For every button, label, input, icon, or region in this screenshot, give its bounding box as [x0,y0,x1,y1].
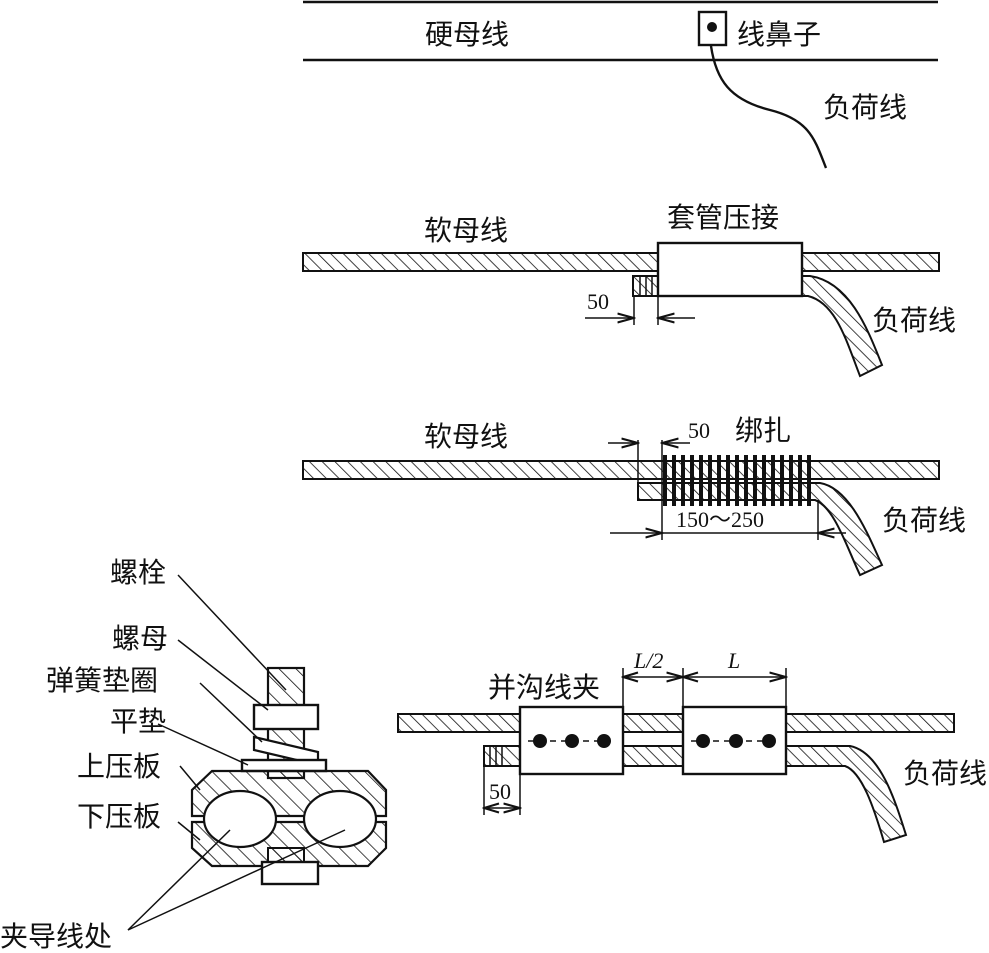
panel-binding: 软母线 50 绑扎 150～250 负荷线 [302,414,966,577]
conductor-hole-left [202,789,278,849]
lower-plate-label: 下压板 [77,800,161,833]
load-wire-2 [789,275,884,378]
l-label: L [727,648,740,673]
dim-label-5: 50 [489,779,511,804]
soft-bus-label-3: 软母线 [424,420,508,453]
clamp1-bolt-3 [597,734,611,748]
flat-washer [240,758,328,773]
panel-groove-clamps: 并沟线夹 L/2 L 50 负荷线 [397,648,987,844]
clamp2-bolt-1 [696,734,710,748]
soft-bus-3 [302,460,940,480]
clamp-point-label: 夹导线处 [0,920,112,953]
clamp1-bolt-2 [565,734,579,748]
crimp-sleeve [656,241,804,298]
load-label-1: 负荷线 [823,91,907,124]
hard-bus-label: 硬母线 [425,18,509,51]
soft-bus-label-2: 软母线 [424,214,508,247]
upper-plate-label: 上压板 [77,750,161,783]
nut-label: 螺母 [112,622,168,655]
binding-wraps [663,455,811,506]
conductor-hole-right [302,789,378,849]
lug-bolt-dot [707,22,717,32]
soft-bus-5 [397,713,955,733]
nut [252,703,320,731]
sleeve-label: 套管压接 [667,201,779,234]
panel-hard-bus: 硬母线 线鼻子 负荷线 [303,0,938,169]
half-l-label: L/2 [633,648,663,673]
clamp-label: 并沟线夹 [488,671,600,704]
load-label-5: 负荷线 [903,757,987,790]
spring-washer-label: 弹簧垫圈 [46,664,158,697]
binding-label: 绑扎 [735,414,791,447]
length-label: 150～250 [676,507,764,532]
cable-lug [697,10,728,47]
bolt-head [260,860,320,886]
panel-sleeve-crimp: 软母线 套管压接 50 负荷线 [302,201,956,378]
load-wire-1 [709,45,828,169]
clamp1-bolt-1 [533,734,547,748]
clamp2-bolt-2 [729,734,743,748]
dim-label-2: 50 [587,289,609,314]
load-label-2: 负荷线 [872,304,956,337]
bolt-label: 螺栓 [110,556,166,589]
soft-bus-2 [302,252,940,272]
dim-label-3: 50 [688,418,710,443]
clamp2-bolt-3 [762,734,776,748]
flat-washer-label: 平垫 [110,705,166,738]
lug-label: 线鼻子 [737,18,821,51]
panel-clamp-section: 螺栓 螺母 弹簧垫圈 平垫 上压板 下压板 夹导线处 [0,556,388,953]
conductor-end-2 [632,275,662,297]
load-label-3: 负荷线 [882,504,966,537]
